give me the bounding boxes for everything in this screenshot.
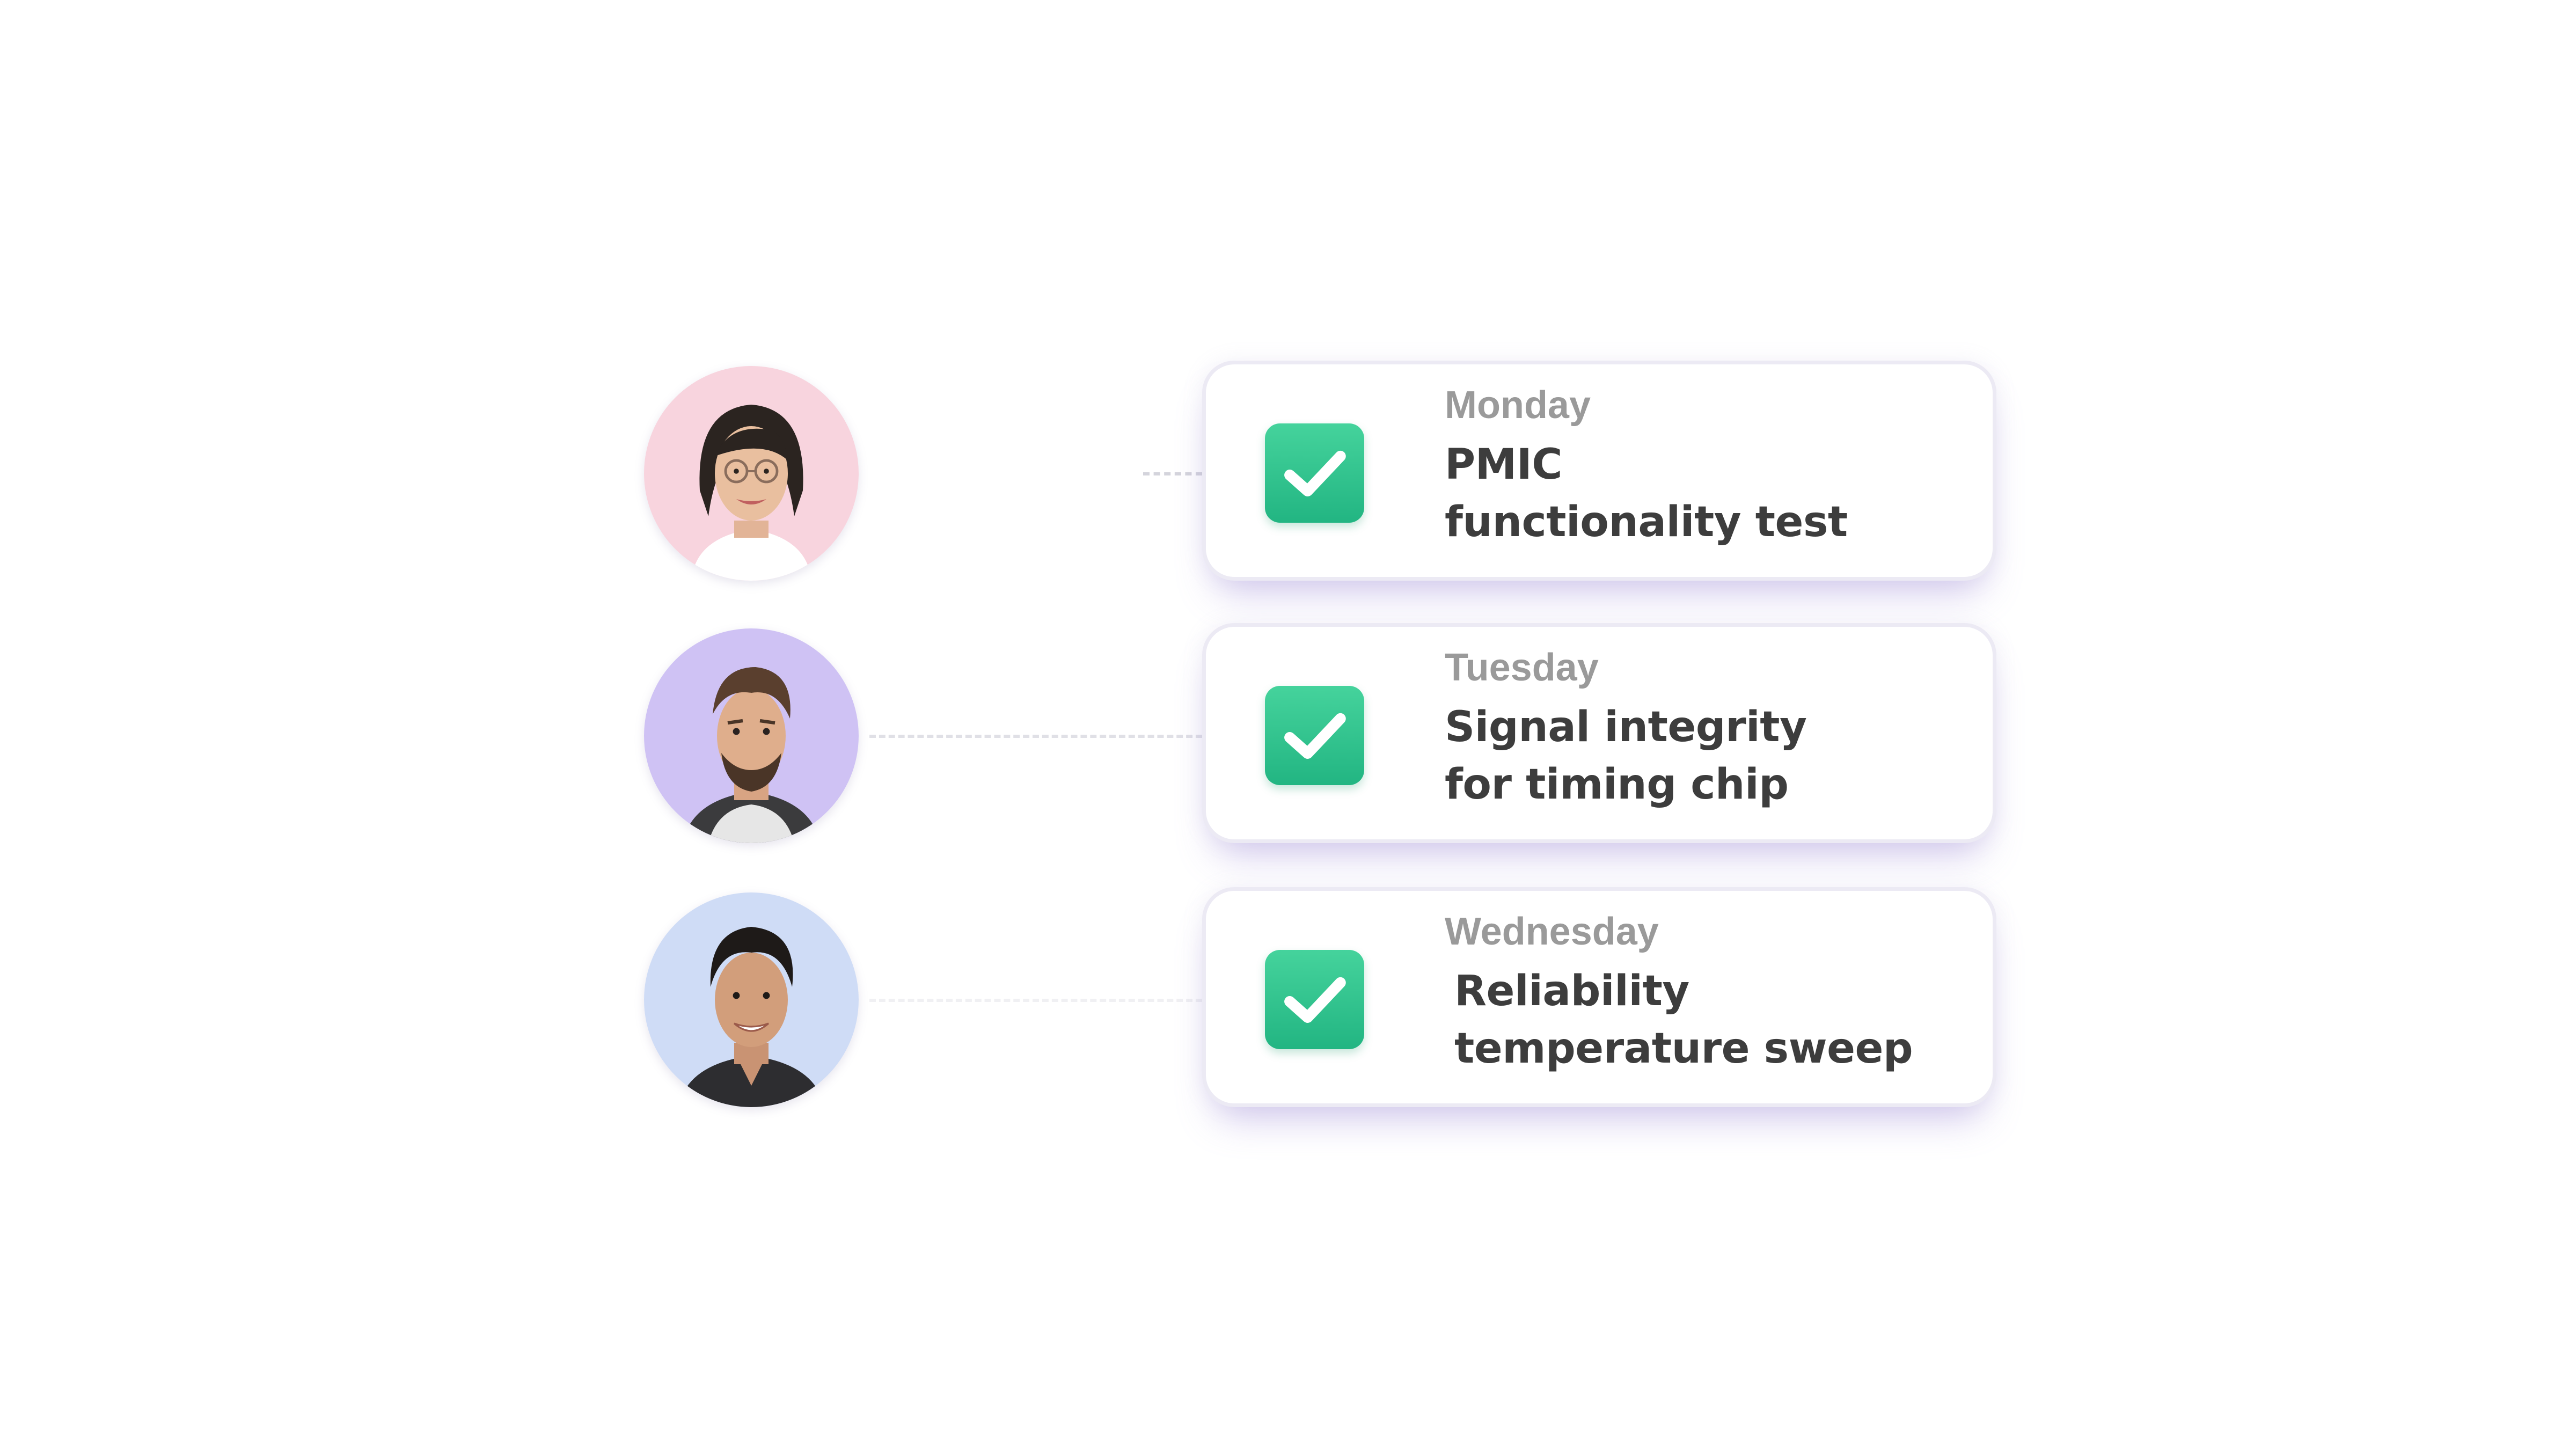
task-text: Wednesday Reliability temperature sweep [1445,912,1971,1078]
checkbox-checked-icon[interactable] [1265,950,1364,1049]
assignment-row-tuesday: Tuesday Signal integrity for timing chip [0,623,2576,848]
woman-with-glasses-portrait-icon [644,366,859,581]
task-text: Monday PMIC functionality test [1445,386,1971,551]
task-title-line-2: functionality test [1445,498,1848,546]
day-label: Tuesday [1445,646,1599,689]
dashed-connector [1143,472,1202,475]
task-title-line-1: Signal integrity [1445,703,1807,751]
avatar [644,366,859,581]
checkbox-checked-icon[interactable] [1265,686,1364,785]
checkbox-checked-icon[interactable] [1265,423,1364,523]
task-title-line-2: temperature sweep [1454,1024,1913,1073]
task-card[interactable]: Wednesday Reliability temperature sweep [1202,887,1996,1107]
assignment-row-monday: Monday PMIC functionality test [0,361,2576,586]
task-card[interactable]: Monday PMIC functionality test [1202,361,1996,581]
day-label: Monday [1445,384,1591,427]
task-title-line-1: Reliability [1454,967,1689,1015]
task-title-line-2: for timing chip [1445,760,1789,809]
assignment-row-wednesday: Wednesday Reliability temperature sweep [0,887,2576,1113]
avatar [644,892,859,1107]
task-card[interactable]: Tuesday Signal integrity for timing chip [1202,623,1996,843]
dashed-connector [869,999,1202,1002]
task-text: Tuesday Signal integrity for timing chip [1445,648,1971,814]
day-label: Wednesday [1445,910,1659,953]
dashed-connector [869,735,1202,738]
smiling-man-portrait-icon [644,892,859,1107]
bearded-man-portrait-icon [644,628,859,843]
avatar [644,628,859,843]
task-title-line-1: PMIC [1445,441,1563,489]
